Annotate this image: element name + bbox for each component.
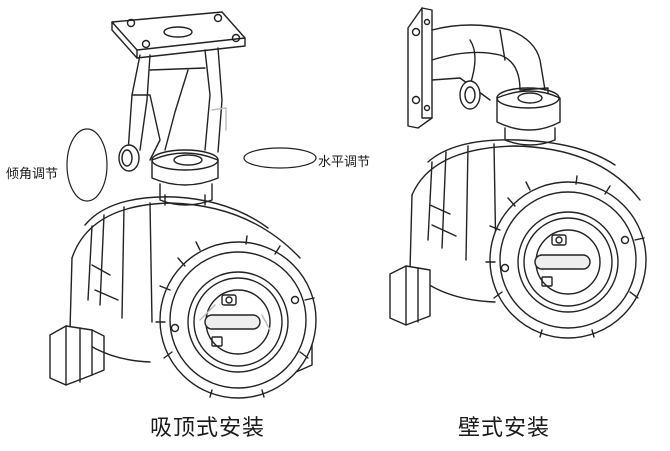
- ceiling-mount-detector: [49, 11, 317, 399]
- ceiling-bracket-arms: [118, 47, 227, 172]
- horizontal-adjust-label: 水平调节: [318, 155, 371, 170]
- ceiling-mounting-plate: [111, 11, 246, 59]
- ceiling-detector-housing: [49, 196, 317, 399]
- wall-bracket: [431, 24, 549, 111]
- horizontal-adjust-ring: [243, 147, 317, 169]
- tilt-adjust-ring: [66, 128, 108, 202]
- wall-swivel-neck: [496, 87, 561, 146]
- left-cable-entry: [49, 325, 105, 386]
- wall-detector-housing: [389, 139, 647, 339]
- wall-mount-caption: 壁式安装: [458, 416, 551, 441]
- ceiling-sensor-window: [199, 294, 271, 347]
- wall-mounting-plate: [407, 7, 433, 129]
- tilt-adjust-label: 倾角调节: [6, 167, 59, 182]
- ceiling-swivel-neck: [151, 149, 219, 206]
- wall-mount-detector: [389, 7, 647, 339]
- wall-left-cable-entry: [389, 265, 431, 326]
- ceiling-mount-caption: 吸顶式安装: [150, 416, 266, 441]
- wall-sensor-window: [534, 234, 591, 287]
